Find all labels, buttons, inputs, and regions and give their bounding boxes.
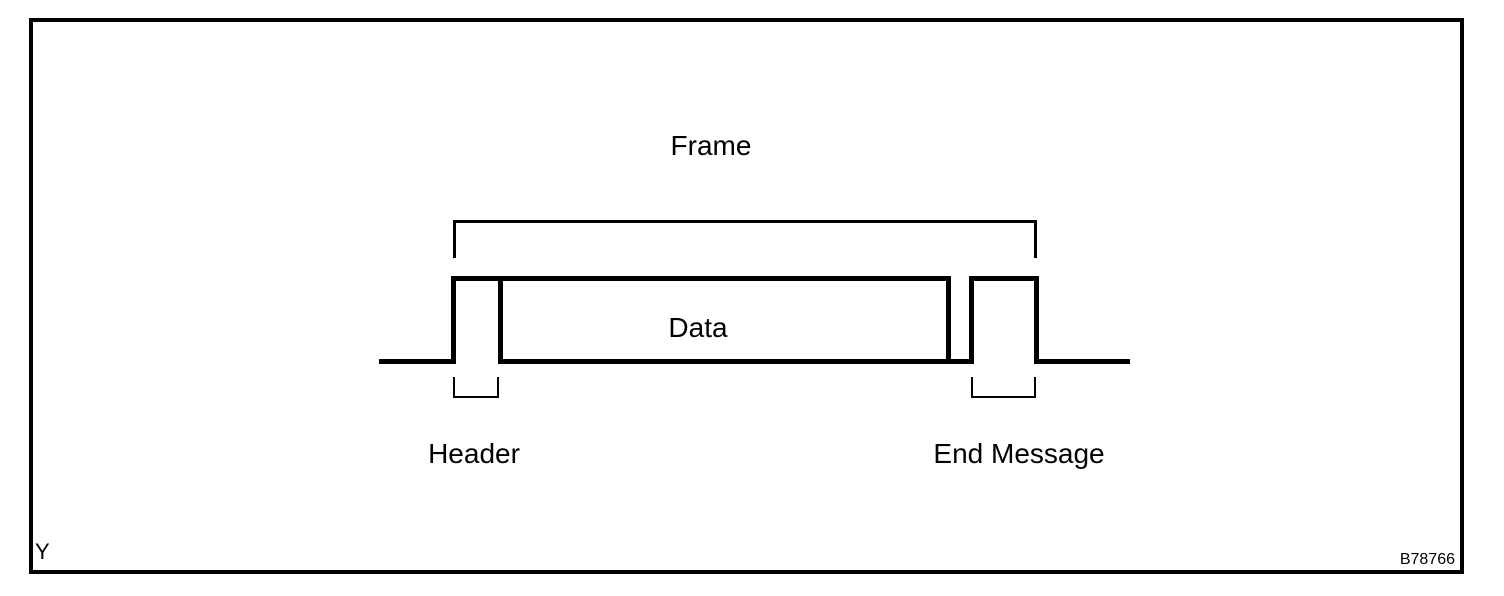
frame-span-bracket xyxy=(453,220,1037,258)
frame-title-label: Frame xyxy=(670,130,752,161)
end-message-pulse xyxy=(969,276,1039,364)
waveform-baseline-left xyxy=(379,359,455,364)
header-data-divider-line xyxy=(498,276,503,364)
figure-code-label: B78766 xyxy=(1399,551,1455,568)
waveform-header-data-outline xyxy=(451,276,951,364)
data-box-bottom-line xyxy=(500,359,971,364)
corner-mark-label: Y xyxy=(35,539,50,564)
figure-border xyxy=(29,18,1464,574)
end-message-span-bracket xyxy=(971,377,1036,398)
end-message-segment-label: End Message xyxy=(933,438,1105,469)
header-segment-label: Header xyxy=(428,438,520,469)
data-segment-label: Data xyxy=(668,312,728,343)
header-span-bracket xyxy=(453,377,499,398)
waveform-baseline-right xyxy=(1034,359,1130,364)
